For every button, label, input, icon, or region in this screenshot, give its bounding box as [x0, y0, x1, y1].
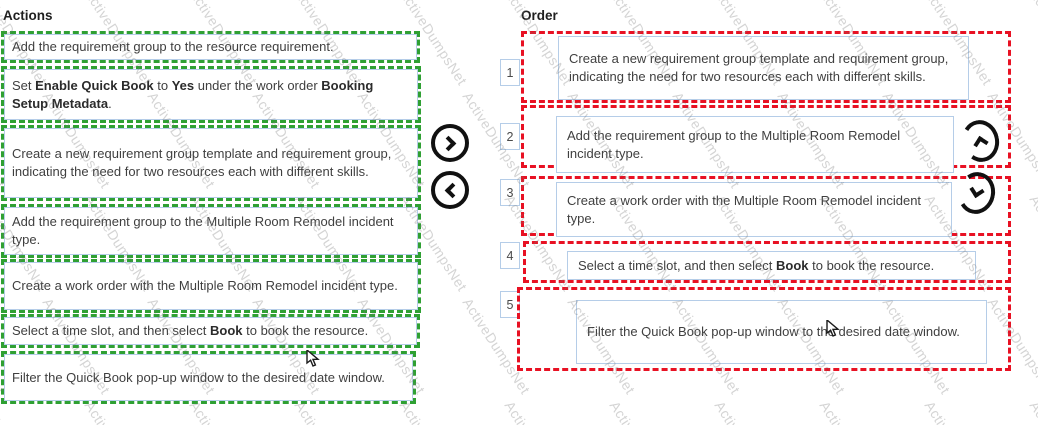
order-column-title: Order — [521, 8, 558, 23]
action-item-text: Filter the Quick Book pop-up window to t… — [4, 354, 413, 401]
order-slot-dropzone[interactable] — [523, 241, 1011, 283]
order-item-text: Select a time slot, and then select Book… — [578, 257, 935, 273]
order-item[interactable]: Filter the Quick Book pop-up window to t… — [576, 300, 987, 364]
order-slot-number: 1 — [500, 59, 520, 86]
chevron-down-icon — [969, 182, 985, 199]
action-item[interactable]: Filter the Quick Book pop-up window to t… — [1, 351, 416, 404]
actions-column-title: Actions — [3, 8, 53, 23]
action-item[interactable]: Select a time slot, and then select Book… — [1, 314, 420, 348]
action-item[interactable]: Create a new requirement group template … — [1, 125, 421, 201]
order-item[interactable]: Select a time slot, and then select Book… — [567, 251, 976, 280]
chevron-up-icon — [973, 135, 989, 152]
action-item[interactable]: Create a work order with the Multiple Ro… — [1, 259, 421, 313]
order-item-text: Add the requirement group to the Multipl… — [567, 127, 901, 161]
order-item-text: Create a new requirement group template … — [569, 51, 949, 84]
chevron-left-icon — [444, 182, 460, 198]
order-slot-number: 3 — [500, 179, 520, 206]
order-item[interactable]: Create a work order with the Multiple Ro… — [556, 182, 952, 237]
order-item-text: Create a work order with the Multiple Ro… — [567, 192, 922, 226]
action-item[interactable]: Add the requirement group to the Multipl… — [1, 204, 421, 258]
action-item-text: Select a time slot, and then select Book… — [4, 317, 417, 345]
order-item[interactable]: Create a new requirement group template … — [558, 36, 969, 100]
move-left-button[interactable] — [431, 171, 469, 209]
order-slot-number: 4 — [500, 242, 520, 269]
order-item[interactable]: Add the requirement group to the Multipl… — [556, 116, 954, 173]
order-slot-number: 2 — [500, 123, 520, 150]
move-right-button[interactable] — [431, 124, 469, 162]
action-item-text: Set Enable Quick Book to Yes under the w… — [4, 69, 418, 120]
action-item-text: Create a work order with the Multiple Ro… — [4, 262, 418, 310]
action-item-text: Add the requirement group to the resourc… — [4, 34, 417, 60]
action-item-text: Create a new requirement group template … — [4, 128, 418, 198]
action-item-text: Add the requirement group to the Multipl… — [4, 207, 418, 255]
action-item[interactable]: Set Enable Quick Book to Yes under the w… — [1, 66, 421, 123]
chevron-right-icon — [440, 135, 456, 151]
order-slot-dropzone[interactable] — [521, 31, 1011, 103]
order-item-text: Filter the Quick Book pop-up window to t… — [587, 324, 960, 339]
order-slot-dropzone[interactable] — [517, 287, 1011, 371]
action-item[interactable]: Add the requirement group to the resourc… — [1, 31, 420, 63]
